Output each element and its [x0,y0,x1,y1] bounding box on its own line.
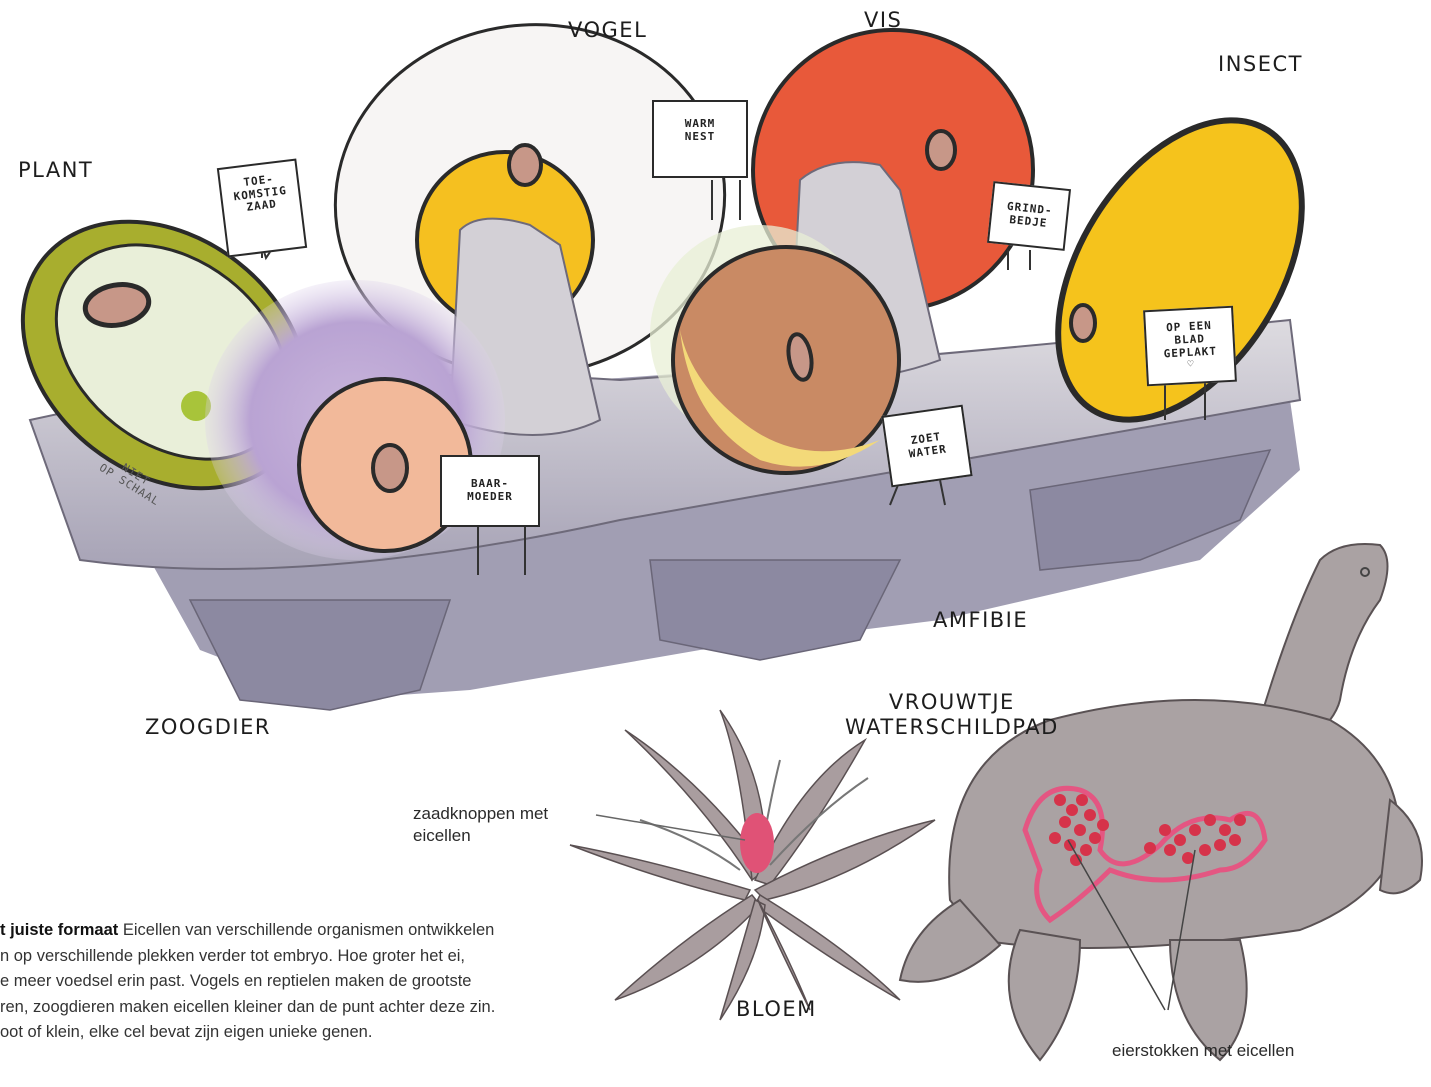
nucleus [373,445,407,491]
caption-line3: e meer voedsel erin past. Vogels en rept… [0,969,590,995]
sign-text: BEDJE [1009,214,1048,231]
ovule [740,813,774,873]
label-amfibie: AMFIBIE [933,608,1028,633]
amphibian-egg [673,247,899,473]
nucleus [1071,305,1095,341]
label-schildpad-line2: WATERSCHILDPAD [845,715,1059,740]
caption-line5: oot of klein, elke cel bevat zijn eigen … [0,1020,590,1046]
label-schildpad-line1: VROUWTJE [845,690,1059,715]
note-zaadknoppen-line1: zaadknoppen met [413,803,548,825]
sign-zoet-water: ZOET WATER [881,405,972,488]
sign-grindbedje: GRIND- BEDJE [987,181,1071,251]
label-bloem: BLOEM [736,997,817,1022]
sign-text: WARM [685,118,716,131]
sign-text: NEST [685,131,716,144]
caption: t juiste formaat Eicellen van verschille… [0,918,590,1046]
sign-text: MOEDER [467,491,513,504]
note-eierstokken: eierstokken met eicellen [1112,1040,1294,1062]
heart-icon: ♡ [1187,359,1195,371]
label-schildpad: VROUWTJE WATERSCHILDPAD [845,690,1059,740]
nucleus [509,145,541,185]
label-plant: PLANT [18,158,93,183]
caption-line2: n op verschillende plekken verder tot em… [0,944,590,970]
sign-text: WATER [908,443,948,461]
note-zaadknoppen: zaadknoppen met eicellen [413,803,548,847]
caption-line4: ren, zoogdieren maken eicellen kleiner d… [0,995,590,1021]
label-vis: VIS [864,8,902,33]
sign-warm-nest: WARM NEST [652,100,748,178]
label-insect: INSECT [1218,52,1303,77]
caption-line1: Eicellen van verschillende organismen on… [118,921,494,939]
caption-lead: t juiste formaat [0,921,118,939]
sign-op-een-blad: OP EEN BLAD GEPLAKT ♡ [1143,306,1237,387]
sign-baarmoeder: BAAR- MOEDER [440,455,540,527]
note-zaadknoppen-line2: eicellen [413,825,548,847]
sign-text: ZAAD [246,198,278,214]
label-vogel: VOGEL [568,18,647,43]
nucleus [927,131,955,169]
sign-toekomstig-zaad: TOE- KOMSTIG ZAAD [217,158,307,257]
label-zoogdier: ZOOGDIER [145,715,271,740]
